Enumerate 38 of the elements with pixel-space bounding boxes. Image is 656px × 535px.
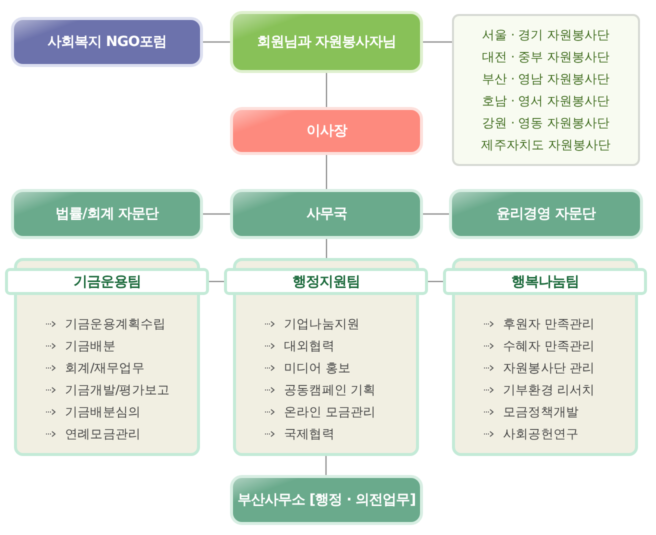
branch-name: 호남 · 영서 자원봉사단: [482, 92, 610, 110]
org-box: 부산사무소 [행정 · 의전업무]: [233, 478, 420, 522]
team-header: 기금운용팀: [5, 268, 209, 295]
list-item: 후원자 만족관리: [503, 316, 595, 332]
team-header: 행정지원팀: [224, 268, 428, 295]
list-item: 모금정책개발: [503, 404, 579, 420]
list-item: 기금운용계획수립: [65, 316, 166, 332]
branch-name: 부산 · 영남 자원봉사단: [482, 70, 610, 88]
org-box: 회원님과 자원봉사자님: [233, 14, 420, 70]
list-item: 온라인 모금관리: [284, 404, 376, 420]
list-item: 국제협력: [284, 426, 334, 442]
branch-name: 대전 · 중부 자원봉사단: [482, 48, 610, 66]
list-item: 기금배분심의: [65, 404, 141, 420]
list-item: 대외협력: [284, 338, 334, 354]
connector-line: [428, 280, 443, 282]
list-item: 미디어 홍보: [284, 360, 351, 376]
org-box: 사무국: [233, 192, 420, 236]
list-item: 기금배분: [65, 338, 116, 354]
connector-line: [209, 280, 224, 282]
branch-name: 제주자치도 자원봉사단: [481, 136, 611, 154]
list-item: 기부환경 리서치: [503, 382, 595, 398]
org-box: 이사장: [233, 110, 420, 152]
branch-name: 서울 · 경기 자원봉사단: [482, 26, 610, 44]
connector-line: [420, 41, 452, 43]
list-item: 기금개발/평가보고: [65, 382, 170, 398]
team-header: 행복나눔팀: [443, 268, 647, 295]
branch-list-panel: [452, 14, 640, 166]
list-item: 사회공헌연구: [503, 426, 579, 442]
list-item: 공동캠페인 기획: [284, 382, 376, 398]
list-item: 회계/재무업무: [65, 360, 144, 376]
org-box: 윤리경영 자문단: [452, 192, 640, 236]
org-box: 사회복지 NGO포럼: [14, 20, 200, 64]
org-box: 법률/회계 자문단: [14, 192, 200, 236]
branch-name: 강원 · 영동 자원봉사단: [482, 114, 610, 132]
list-item: 수혜자 만족관리: [503, 338, 595, 354]
list-item: 연례모금관리: [65, 426, 141, 442]
list-item: 기업나눔지원: [284, 316, 360, 332]
list-item: 자원봉사단 관리: [503, 360, 595, 376]
